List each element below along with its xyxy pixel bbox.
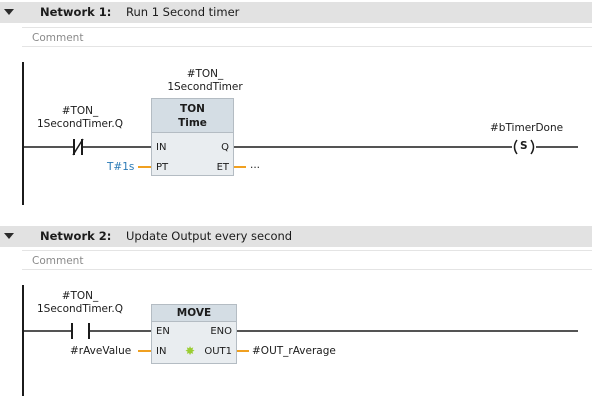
network-2-title[interactable]: Update Output every second — [126, 229, 293, 243]
network-1-title[interactable]: Run 1 Second timer — [126, 5, 240, 19]
pin-out1: OUT1 — [204, 346, 232, 357]
collapse-arrow-icon[interactable] — [4, 9, 14, 15]
pt-value[interactable]: T#1s — [107, 161, 135, 173]
star-icon: ✸ — [185, 344, 196, 358]
pin-pt: PT — [156, 162, 169, 173]
set-coil[interactable] — [513, 139, 535, 155]
no-contact-2[interactable] — [71, 323, 90, 339]
network-1-header[interactable]: Network 1: Run 1 Second timer — [0, 2, 592, 23]
timer-instance-line1: #TON_ — [186, 68, 224, 80]
collapse-arrow-icon[interactable] — [4, 233, 14, 239]
pin-en: EN — [156, 326, 170, 337]
ton-block-header: TON Time — [152, 99, 233, 133]
timer-instance-line2: 1SecondTimer — [167, 81, 243, 93]
ton-block-type: Time — [178, 117, 207, 129]
pin-et: ET — [216, 162, 229, 173]
contact-2-tag-line1: #TON_ — [61, 290, 99, 302]
coil-tag[interactable]: #bTimerDone — [490, 122, 564, 134]
network-2-header[interactable]: Network 2: Update Output every second — [0, 226, 592, 247]
pin-eno: ENO — [210, 326, 232, 337]
move-block-name: MOVE — [176, 307, 212, 319]
coil-letter: S — [520, 140, 528, 152]
contact-1-tag-line1: #TON_ — [61, 105, 99, 117]
network-2-label: Network 2: — [40, 229, 112, 243]
network-1-label: Network 1: — [40, 5, 112, 19]
contact-1-tag[interactable]: #TON_ 1SecondTimer.Q — [20, 105, 140, 131]
ton-block-name: TON — [180, 103, 205, 115]
network-2-comment[interactable]: Comment — [22, 250, 592, 270]
ton-block[interactable]: TON Time IN PT Q ET — [151, 98, 234, 176]
pin-in: IN — [156, 142, 167, 153]
move-block-header: MOVE — [152, 305, 236, 322]
move-block[interactable]: MOVE EN ENO IN ✸ OUT1 — [151, 304, 237, 364]
contact-2-tag-line2: 1SecondTimer.Q — [37, 303, 123, 315]
contact-1-tag-line2: 1SecondTimer.Q — [37, 118, 123, 130]
move-in-value[interactable]: #rAveValue — [70, 345, 132, 357]
move-out-value[interactable]: #OUT_rAverage — [252, 345, 336, 357]
pin-q: Q — [221, 142, 229, 153]
timer-instance-tag[interactable]: #TON_ 1SecondTimer — [145, 68, 265, 94]
nc-contact-1[interactable] — [72, 138, 84, 156]
contact-2-tag[interactable]: #TON_ 1SecondTimer.Q — [20, 290, 140, 316]
et-value[interactable]: ... — [250, 159, 261, 171]
pin-in-move: IN — [156, 346, 167, 357]
network-1-comment[interactable]: Comment — [22, 27, 592, 47]
